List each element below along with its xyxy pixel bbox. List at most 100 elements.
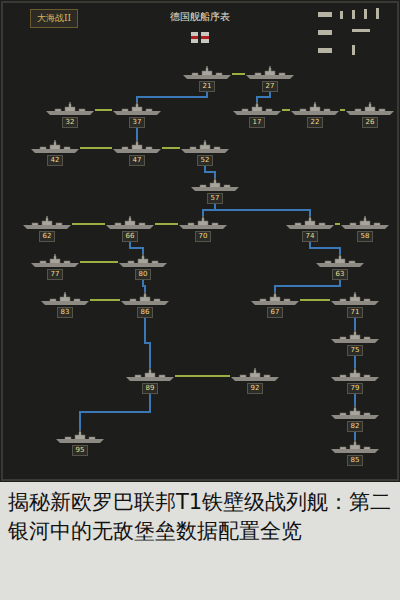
flag-icon (191, 32, 209, 43)
tree-connector (354, 356, 356, 368)
ship-label: 77 (47, 269, 64, 280)
ship-silhouette (40, 292, 90, 306)
ship-label: 83 (57, 307, 74, 318)
ship-silhouette (30, 140, 80, 154)
ship-card: 86 (120, 292, 170, 318)
ship-card: 37 (112, 102, 162, 128)
ship-label: 62 (39, 231, 56, 242)
ship-card: 27 (245, 66, 295, 92)
ship-silhouette (45, 102, 95, 116)
ship-card: 75 (330, 330, 380, 356)
ship-label: 17 (249, 117, 266, 128)
tree-connector (354, 432, 356, 440)
frame (2, 2, 398, 480)
ship-label: 89 (142, 383, 159, 394)
ship-card: 77 (30, 254, 80, 280)
ship-silhouette (118, 254, 168, 268)
caption-text: 揭秘新欧罗巴联邦T1铁壁级战列舰：第二银河中的无敌堡垒数据配置全览 (0, 482, 400, 546)
ship-silhouette (112, 140, 162, 154)
ship-silhouette (112, 102, 162, 116)
ship-card: 79 (330, 368, 380, 394)
ship-card: 42 (30, 140, 80, 166)
tree-connector (257, 92, 270, 102)
tree-connector (143, 280, 145, 292)
ship-card: 21 (182, 66, 232, 92)
tree-connector (203, 204, 215, 216)
chart-title: 德国舰船序表 (150, 10, 250, 24)
ship-silhouette (245, 66, 295, 80)
tree-connector (136, 128, 138, 140)
ship-silhouette (190, 178, 240, 192)
ship-label: 26 (362, 117, 379, 128)
ship-label: 42 (47, 155, 64, 166)
ship-label: 75 (347, 345, 364, 356)
ship-silhouette (330, 406, 380, 420)
ship-label: 85 (347, 455, 364, 466)
tree-connector (162, 147, 180, 149)
tree-connector (90, 299, 120, 301)
ship-silhouette (250, 292, 300, 306)
tree-connector (310, 242, 340, 254)
tree-connector (354, 394, 356, 406)
tree-connector (80, 261, 118, 263)
tree-connector (80, 394, 150, 430)
tree-connector (300, 299, 330, 301)
ship-card: 67 (250, 292, 300, 318)
ship-silhouette (330, 330, 380, 344)
ship-card: 66 (105, 216, 155, 242)
tree-connector (80, 147, 112, 149)
ship-silhouette (230, 368, 280, 382)
ship-card: 57 (190, 178, 240, 204)
ship-silhouette (340, 216, 390, 230)
ship-label: 71 (347, 307, 364, 318)
ship-silhouette (30, 254, 80, 268)
ship-label: 52 (197, 155, 214, 166)
ship-label: 92 (247, 383, 264, 394)
ship-card: 71 (330, 292, 380, 318)
ship-card: 74 (285, 216, 335, 242)
ship-label: 86 (137, 307, 154, 318)
ship-label: 22 (307, 117, 324, 128)
ship-silhouette (125, 368, 175, 382)
ship-label: 21 (199, 81, 216, 92)
tree-connector (72, 223, 105, 225)
ship-label: 66 (122, 231, 139, 242)
ship-label: 58 (357, 231, 374, 242)
ship-silhouette (120, 292, 170, 306)
ship-silhouette (178, 216, 228, 230)
ship-silhouette (345, 102, 395, 116)
ship-silhouette (180, 140, 230, 154)
tree-connector (232, 73, 245, 75)
ship-silhouette (330, 292, 380, 306)
ship-card: 22 (290, 102, 340, 128)
tree-connector (130, 242, 143, 254)
ship-label: 63 (332, 269, 349, 280)
ship-card: 17 (232, 102, 282, 128)
ship-card: 62 (22, 216, 72, 242)
ship-silhouette (182, 66, 232, 80)
tree-connector (145, 318, 150, 368)
ship-silhouette (22, 216, 72, 230)
ship-label: 95 (72, 445, 89, 456)
ship-label: 37 (129, 117, 146, 128)
ship-card: 82 (330, 406, 380, 432)
ship-label: 74 (302, 231, 319, 242)
ship-silhouette (232, 102, 282, 116)
ship-card: 63 (315, 254, 365, 280)
ship-card: 70 (178, 216, 228, 242)
ship-card: 80 (118, 254, 168, 280)
ship-label: 79 (347, 383, 364, 394)
ship-silhouette (285, 216, 335, 230)
ship-silhouette (105, 216, 155, 230)
ship-label: 47 (129, 155, 146, 166)
ship-silhouette (330, 440, 380, 454)
ship-label: 27 (262, 81, 279, 92)
ship-card: 92 (230, 368, 280, 394)
tree-connector (95, 109, 112, 111)
legend-icons (318, 8, 379, 55)
tree-connector (155, 223, 178, 225)
ship-label: 32 (62, 117, 79, 128)
ship-label: 67 (267, 307, 284, 318)
ship-label: 80 (135, 269, 152, 280)
ship-card: 26 (345, 102, 395, 128)
